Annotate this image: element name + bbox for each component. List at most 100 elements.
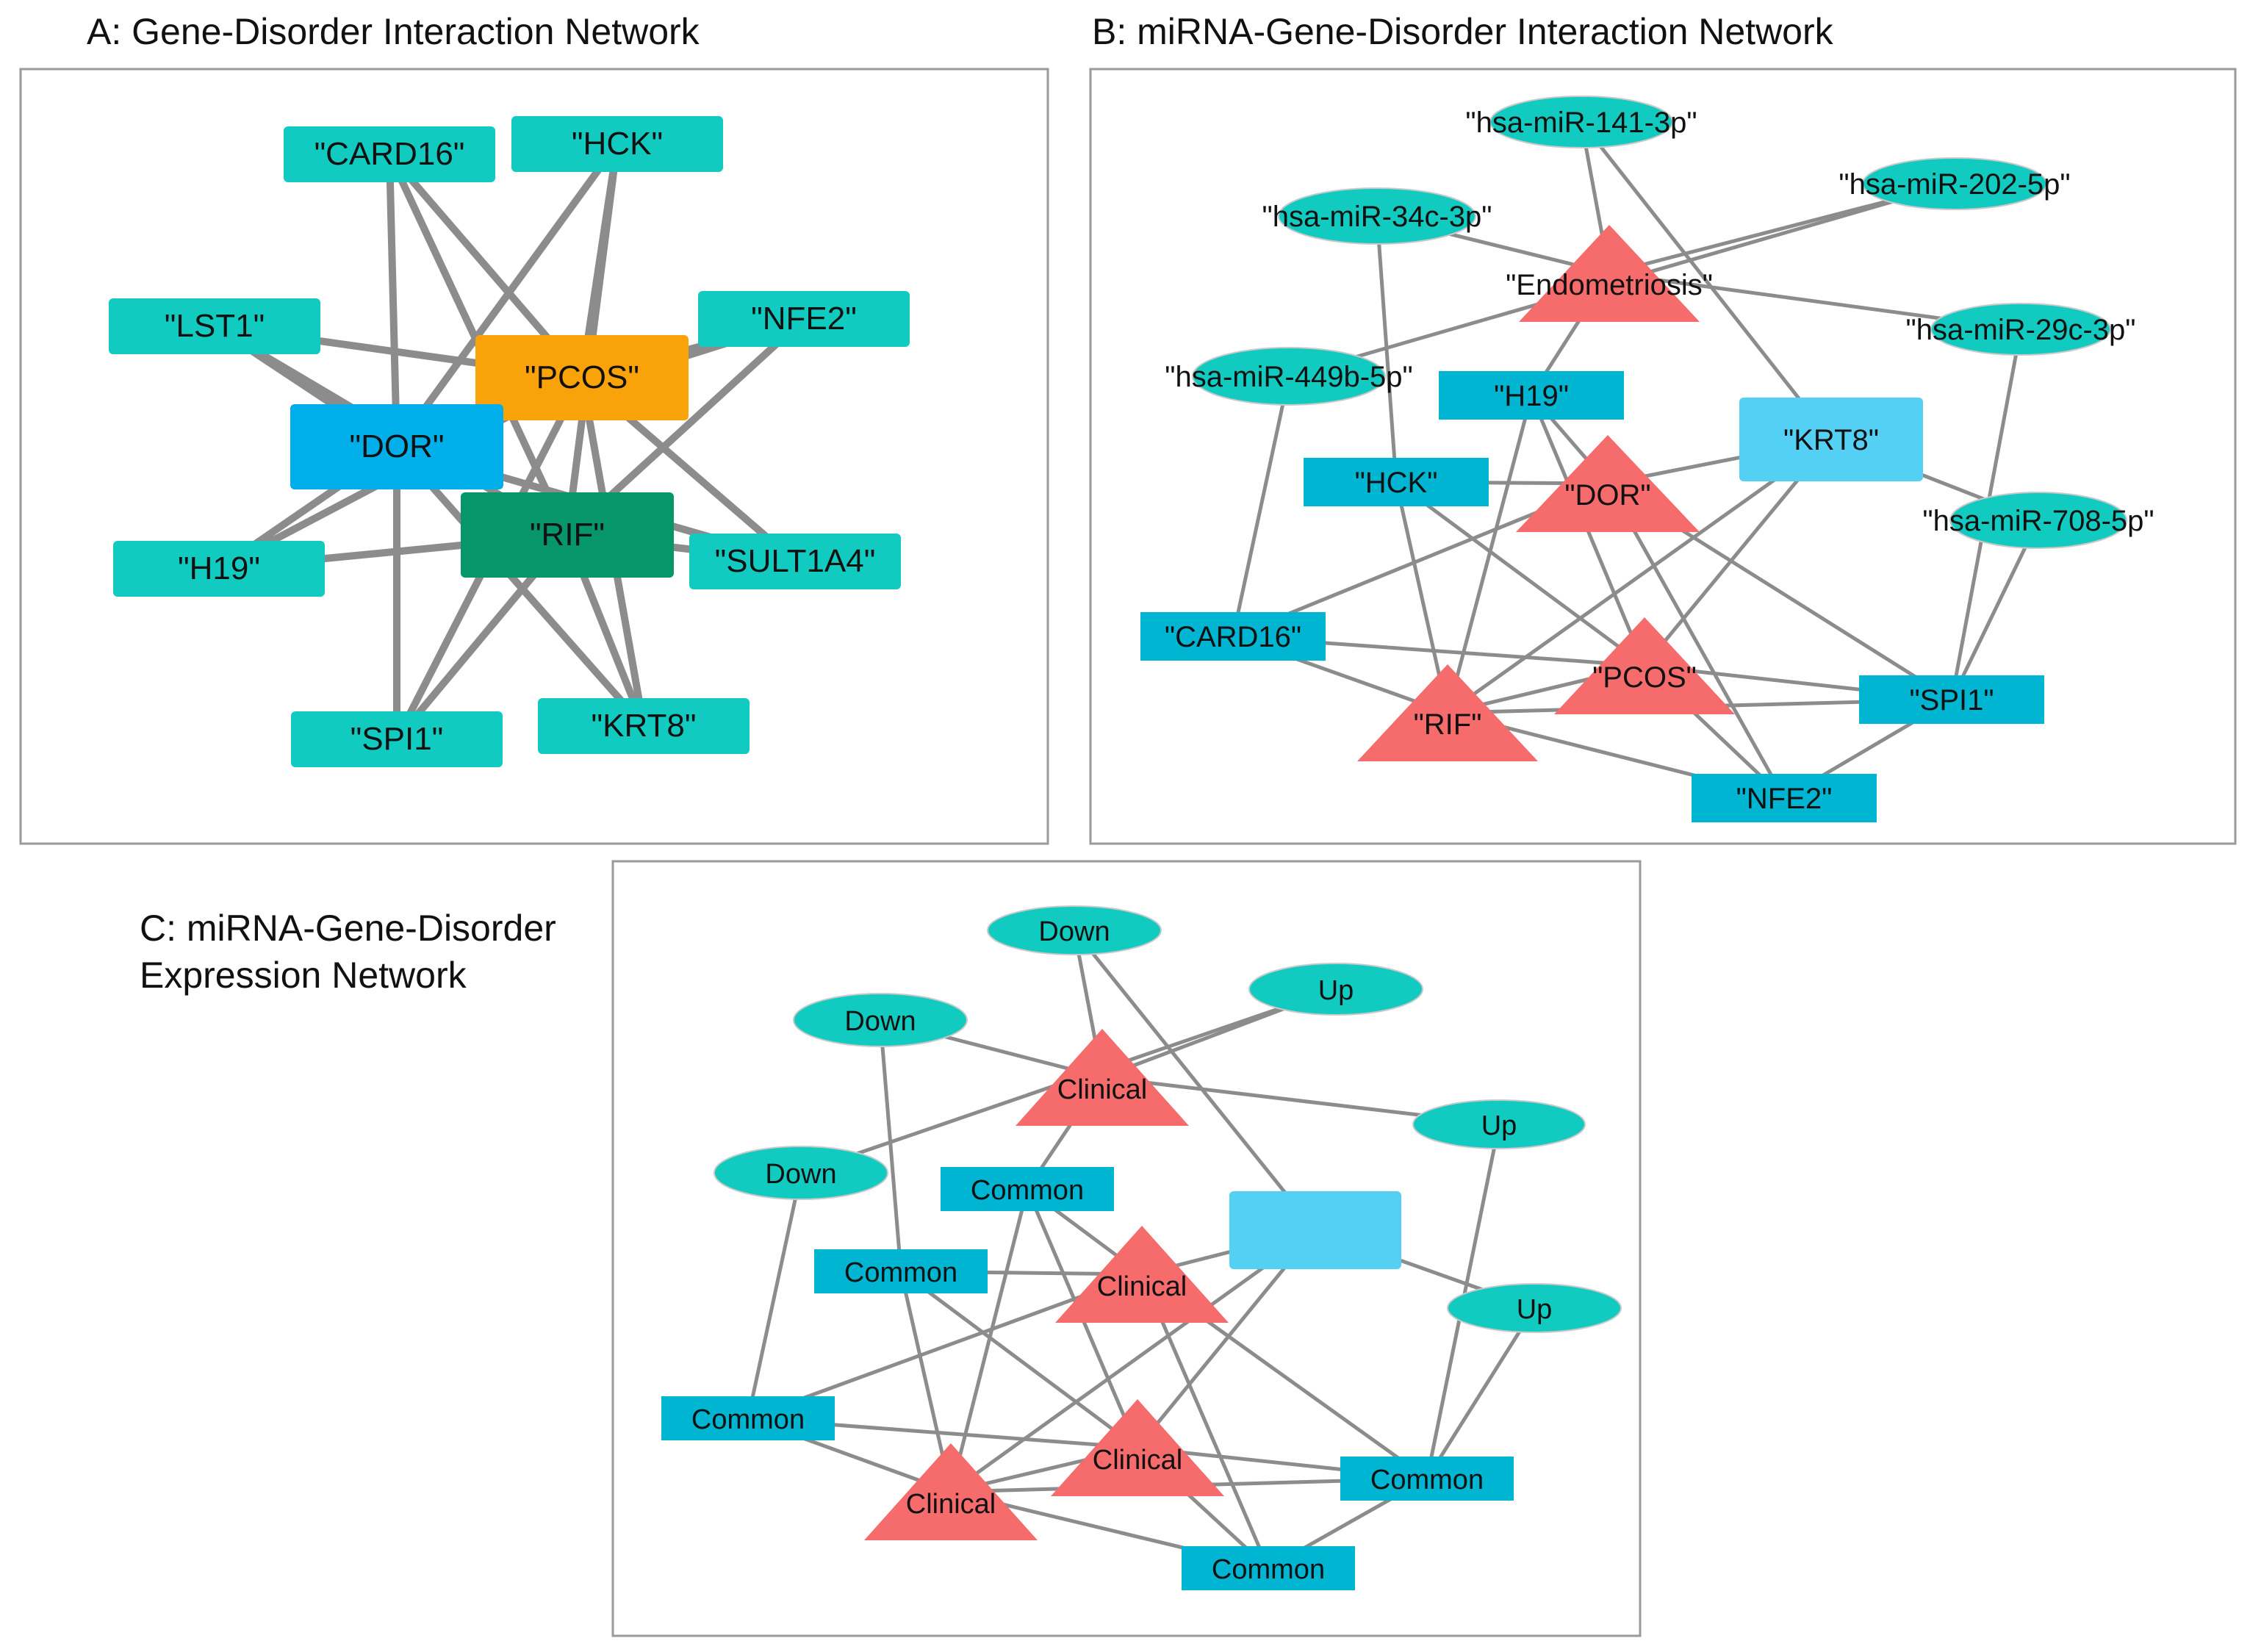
- node-card16: "CARD16": [1140, 612, 1326, 661]
- edge-h19-rif: [1445, 395, 1534, 714]
- edge-krt8-dor: [394, 444, 647, 729]
- edge-hck-pcos: [1395, 480, 1646, 668]
- node-m34c-label: "hsa-miR-34c-3p": [1262, 201, 1492, 233]
- node-pcos-shape: [1554, 617, 1735, 714]
- node-dor-shape: [1516, 435, 1700, 532]
- node-com3-shape: [661, 1396, 835, 1440]
- node-krt8: "KRT8": [538, 698, 750, 754]
- panel-c-frame: [611, 860, 1642, 1637]
- node-dor-label: "DOR": [349, 428, 444, 464]
- node-up2-shape: [1412, 1099, 1586, 1149]
- node-hck-label: "HCK": [1355, 467, 1438, 499]
- node-dor: "DOR": [1516, 435, 1700, 532]
- edge-clin2-com3: [747, 1272, 1143, 1421]
- edge-com2-clin3: [899, 1269, 1139, 1450]
- node-down3-label: Down: [765, 1159, 836, 1190]
- node-krt8-label: "KRT8": [592, 708, 697, 744]
- node-spi1: "SPI1": [291, 711, 503, 767]
- node-com3-label: Common: [691, 1404, 805, 1435]
- node-nfe2-label: "NFE2": [1736, 783, 1833, 815]
- node-sult1a4: "SULT1A4": [689, 534, 901, 589]
- node-com4-shape: [1340, 1457, 1514, 1501]
- panel-a-network: "CARD16""HCK""LST1""NFE2""PCOS""DOR""RIF…: [109, 116, 910, 767]
- node-blank: [1229, 1191, 1401, 1269]
- node-endo-shape: [1519, 225, 1700, 322]
- node-h19: "H19": [1439, 371, 1624, 420]
- node-down3: Down: [714, 1146, 888, 1200]
- node-down2: Down: [793, 993, 968, 1047]
- edge-blank-clin4: [949, 1228, 1317, 1494]
- node-hck-shape: [511, 116, 723, 172]
- edge-down2-com2: [878, 1019, 903, 1272]
- node-com1-shape: [941, 1167, 1114, 1211]
- node-rif-label: "RIF": [1414, 708, 1482, 741]
- node-clin1-shape: [1016, 1029, 1189, 1126]
- node-h19-shape: [113, 541, 325, 597]
- edge-krt8-rif: [1446, 437, 1833, 715]
- edge-down3-com3: [746, 1172, 803, 1419]
- node-down1: Down: [987, 905, 1162, 955]
- node-clin3-shape: [1051, 1399, 1224, 1496]
- panel-a-title: A: Gene-Disorder Interaction Network: [87, 11, 700, 52]
- panel-c-title-line-1: C: miRNA-Gene-Disorder: [140, 908, 556, 949]
- node-nfe2: "NFE2": [698, 291, 910, 347]
- node-m449-shape: [1192, 347, 1386, 406]
- node-com3: Common: [661, 1396, 835, 1440]
- panel-c-title-line-2: Expression Network: [140, 955, 467, 996]
- panel-a-nodes: "CARD16""HCK""LST1""NFE2""PCOS""DOR""RIF…: [109, 116, 910, 767]
- node-rif-shape: [1357, 664, 1538, 761]
- node-clin3: Clinical: [1051, 1399, 1224, 1496]
- node-down2-shape: [793, 993, 968, 1047]
- node-clin4-shape: [864, 1443, 1038, 1540]
- node-m34c-shape: [1278, 187, 1476, 245]
- panel-b-network: "hsa-miR-141-3p" "hsa-miR-202-5p" "hsa-miR…: [1140, 96, 2154, 822]
- node-up3-label: Up: [1517, 1294, 1553, 1325]
- node-com2-shape: [814, 1249, 988, 1293]
- node-krt8-label: "KRT8": [1783, 424, 1879, 456]
- edge-com1-clin4: [949, 1188, 1029, 1493]
- node-com1: Common: [941, 1167, 1114, 1211]
- node-clin3-label: Clinical: [1093, 1445, 1182, 1476]
- node-com5-shape: [1182, 1546, 1355, 1590]
- node-up1-label: Up: [1318, 975, 1354, 1006]
- node-up3: Up: [1447, 1283, 1622, 1333]
- node-card16-label: "CARD16": [1165, 621, 1301, 653]
- node-com2-label: Common: [844, 1257, 957, 1288]
- node-spi1-shape: [291, 711, 503, 767]
- node-m202: "hsa-miR-202-5p": [1839, 157, 2071, 210]
- node-up2-label: Up: [1481, 1110, 1517, 1141]
- panel-b-nodes: "hsa-miR-141-3p" "hsa-miR-202-5p" "hsa-miR…: [1140, 96, 2154, 822]
- node-m141-label: "hsa-miR-141-3p": [1465, 107, 1697, 139]
- node-blank-shape: [1229, 1191, 1401, 1269]
- node-dor: "DOR": [290, 404, 503, 489]
- node-com5: Common: [1182, 1546, 1355, 1590]
- node-lst1: "LST1": [109, 298, 320, 354]
- node-m29c-shape: [1930, 303, 2111, 356]
- node-pcos: "PCOS": [1554, 617, 1735, 714]
- node-m141-shape: [1489, 96, 1673, 148]
- node-dor-shape: [290, 404, 503, 489]
- node-card16-shape: [284, 126, 495, 182]
- node-sult1a4-label: "SULT1A4": [715, 543, 876, 579]
- node-card16: "CARD16": [284, 126, 495, 182]
- node-nfe2-shape: [698, 291, 910, 347]
- node-nfe2: "NFE2": [1692, 774, 1877, 822]
- node-sult1a4-shape: [689, 534, 901, 589]
- node-card16-label: "CARD16": [315, 136, 465, 172]
- node-com4-label: Common: [1370, 1465, 1484, 1495]
- node-rif-label: "RIF": [530, 517, 605, 553]
- node-krt8-shape: [538, 698, 750, 754]
- node-m708: "hsa-miR-708-5p": [1922, 492, 2154, 549]
- node-nfe2-shape: [1692, 774, 1877, 822]
- node-clin4: Clinical: [864, 1443, 1038, 1540]
- panel-a-frame: [19, 68, 1049, 845]
- node-rif: "RIF": [461, 492, 674, 578]
- node-spi1-label: "SPI1": [1909, 684, 1994, 717]
- node-up1-shape: [1248, 963, 1423, 1016]
- node-endo-label: "Endometriosis": [1506, 269, 1713, 301]
- node-clin1-label: Clinical: [1057, 1074, 1147, 1105]
- edge-m449-card16: [1231, 376, 1291, 637]
- node-rif: "RIF": [1357, 664, 1538, 761]
